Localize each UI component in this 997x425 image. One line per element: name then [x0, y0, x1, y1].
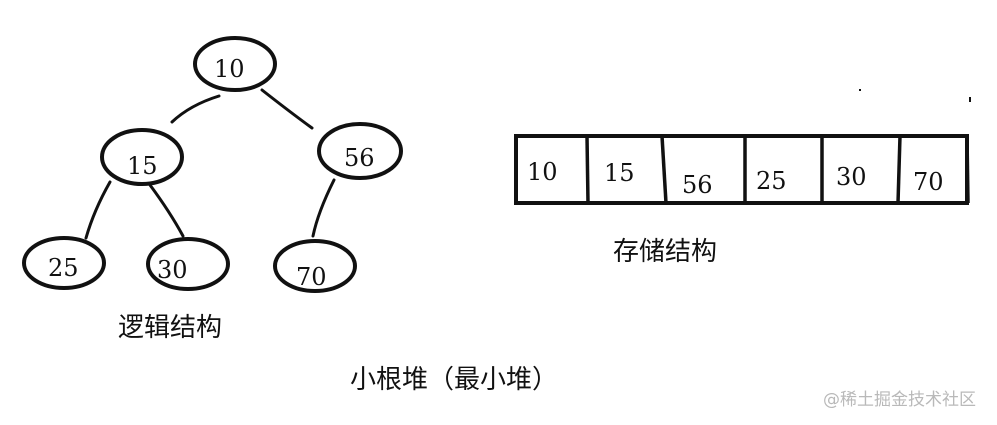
svg-text:30: 30	[157, 256, 188, 284]
diagram-title: 小根堆（最小堆）	[350, 365, 558, 395]
array-caption: 存储结构	[613, 237, 717, 267]
svg-text:56: 56	[344, 144, 375, 172]
tree-nodes: 10 15 56 25 30 70	[22, 36, 403, 293]
edge-root-right	[260, 88, 314, 130]
edge-left-leftleft	[84, 180, 112, 240]
tree-caption: 逻辑结构	[118, 313, 222, 343]
svg-text:70: 70	[296, 263, 327, 291]
svg-text:10: 10	[214, 55, 245, 83]
stray-marks	[859, 89, 971, 102]
edge-root-left	[170, 94, 221, 124]
svg-text:15: 15	[127, 152, 158, 180]
edge-right-rightleft	[311, 178, 336, 238]
svg-text:25: 25	[48, 254, 79, 282]
edge-left-leftright	[148, 183, 185, 238]
array-cell: 25	[756, 167, 787, 195]
tree-node-left-right: 30	[146, 237, 230, 291]
array-cell: 10	[527, 158, 558, 186]
tree-edges	[84, 88, 336, 240]
tree-node-left: 15	[100, 128, 184, 186]
tree-node-right: 56	[317, 122, 403, 180]
tree-node-left-left: 25	[22, 236, 106, 290]
array-cell: 15	[604, 159, 635, 187]
watermark: @稀土掘金技术社区	[823, 390, 976, 410]
array-cell: 30	[836, 163, 867, 191]
tree-node-right-left: 70	[273, 239, 357, 293]
array-cell: 70	[913, 168, 944, 196]
array-cells: 10 15 56 25 30 70	[514, 134, 970, 205]
array-dividers	[585, 135, 970, 204]
array-cell: 56	[682, 171, 713, 199]
tree-node-root: 10	[193, 36, 277, 92]
